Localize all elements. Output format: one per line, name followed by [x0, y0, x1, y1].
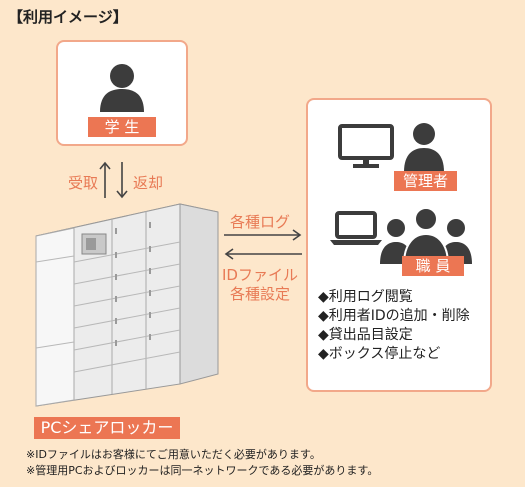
feature-list: ◆利用ログ閲覧 ◆利用者IDの追加・削除 ◆貸出品目設定 ◆ボックス停止など: [318, 288, 470, 364]
desktop-monitor-icon: [338, 124, 394, 168]
admin-staff-card: 管理者 職 員 ◆利用ログ閲覧 ◆利用者IDの追加・削除 ◆貸出品目設定 ◆ボッ…: [306, 98, 492, 392]
admin-person-icon: [404, 123, 444, 172]
laptop-icon: [330, 211, 382, 245]
right-arrow-icon: [224, 229, 302, 241]
feature-item: ◆貸出品目設定: [318, 327, 413, 343]
student-card: 学 生: [56, 40, 188, 146]
left-arrow-icon: [224, 248, 302, 260]
feature-item: ◆ボックス停止など: [318, 346, 441, 362]
logs-label: 各種ログ: [230, 213, 291, 231]
receive-label: 受取: [68, 174, 99, 192]
feature-item: ◆利用ログ閲覧: [318, 289, 413, 305]
id-file-label: IDファイル: [222, 266, 298, 284]
locker-illustration: [35, 203, 219, 407]
up-arrow-icon: [99, 161, 111, 198]
locker-label: PCシェアロッカー: [34, 417, 180, 439]
return-label: 返却: [133, 174, 164, 192]
person-icon: [100, 64, 144, 112]
staff-label: 職 員: [402, 256, 464, 276]
settings-label: 各種設定: [230, 285, 291, 303]
admin-label: 管理者: [394, 171, 457, 191]
page-title: 【利用イメージ】: [8, 8, 128, 26]
down-arrow-icon: [116, 162, 128, 199]
footnote-network: ※管理用PCおよびロッカーは同一ネットワークである必要があります。: [26, 464, 379, 477]
footnote-id-file: ※IDファイルはお客様にてご用意いただく必要があります。: [26, 448, 321, 461]
student-label: 学 生: [88, 117, 156, 137]
feature-item: ◆利用者IDの追加・削除: [318, 308, 470, 324]
